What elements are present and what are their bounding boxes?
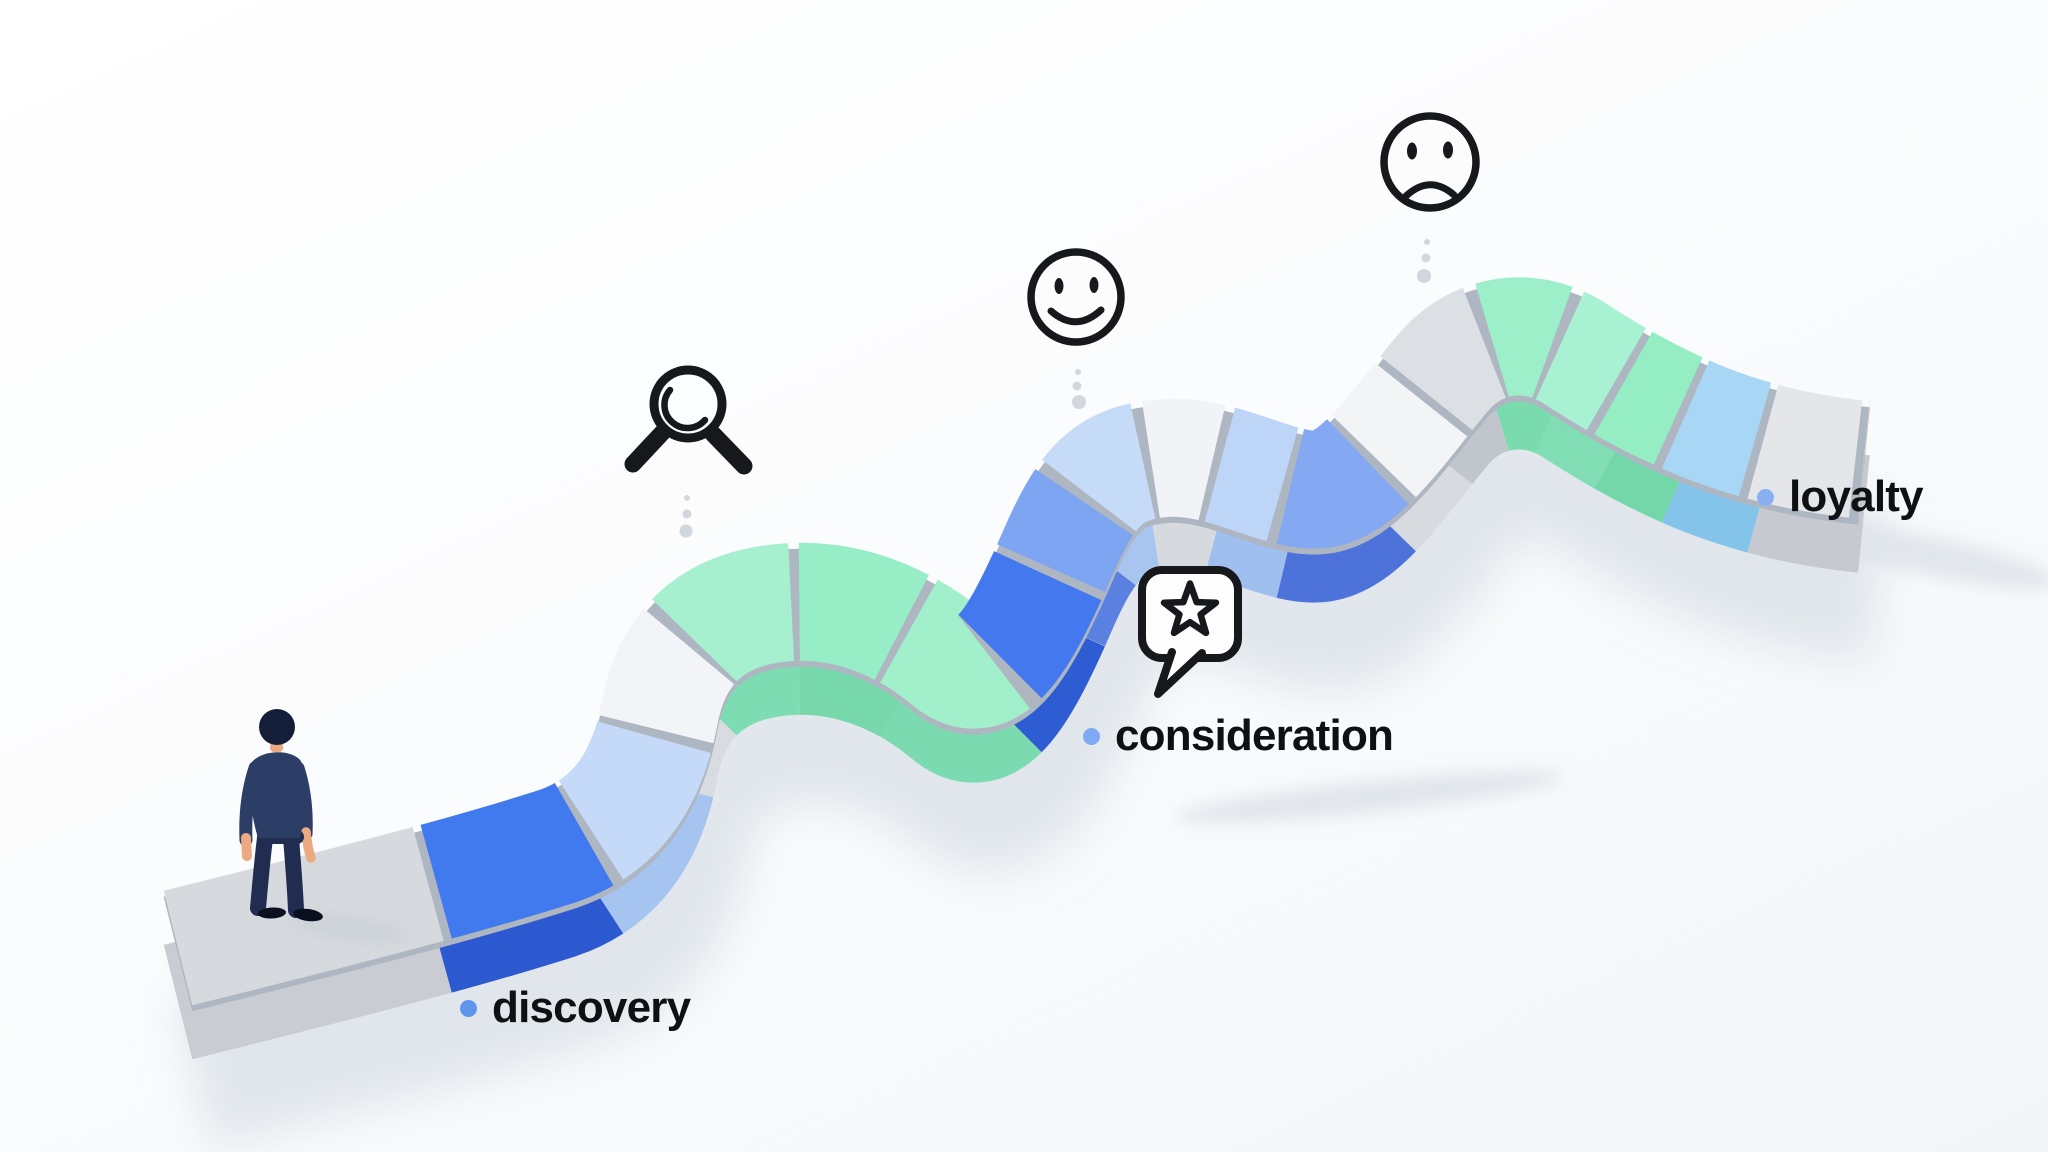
sad-face-outline: [1380, 112, 1480, 212]
person-shoe-right: [293, 908, 323, 922]
magnifier-lens: [649, 365, 727, 443]
magnifier-handle-right: [704, 425, 753, 475]
happy-eye-right: [1089, 277, 1099, 293]
magnifying-glass-icon: [624, 365, 753, 538]
sad-frown: [1402, 181, 1458, 200]
magnifier-trail-dots: [679, 495, 693, 538]
person-leg-right: [283, 830, 304, 918]
end-block-shadow: [1802, 522, 2048, 590]
road-segment-mint-5: [163, 277, 1871, 1006]
person-head: [259, 709, 295, 745]
discovery-label-text: discovery: [492, 983, 691, 1032]
sad-trail-dots: [1417, 239, 1431, 283]
road-segment-medium-blue-1: [163, 277, 1871, 1006]
loyalty-label-text: loyalty: [1789, 472, 1924, 521]
star-outline: [1160, 580, 1220, 637]
happy-face-icon: [1027, 248, 1125, 409]
star-review-bubble-icon: [1138, 566, 1242, 698]
happy-smile: [1047, 306, 1105, 326]
sad-eye-right: [1443, 141, 1453, 159]
happy-face-outline: [1027, 248, 1125, 346]
consideration-dot: [1083, 727, 1100, 745]
ground-shadow-streak: [1176, 771, 1564, 823]
magnifier-lens-highlight: [661, 386, 709, 432]
road-top-faces: [163, 277, 1871, 1006]
magnifier-handle-left: [624, 424, 671, 473]
person-hand-right: [301, 827, 316, 863]
discovery-dot: [460, 999, 477, 1017]
road-segment-pale-blue-1: [163, 277, 1871, 1006]
person-torso: [250, 752, 305, 838]
sad-eye-left: [1407, 142, 1417, 160]
stage-label-consideration: consideration: [1083, 711, 1394, 760]
happy-trail-dots: [1072, 369, 1086, 409]
person-figure: [239, 709, 408, 941]
speech-bubble-tail: [1154, 648, 1206, 698]
person-leg-left: [250, 830, 273, 916]
person-shadow: [288, 915, 408, 941]
stage-label-discovery: discovery: [460, 983, 691, 1032]
loyalty-dot: [1757, 488, 1774, 506]
person-hand-left: [241, 833, 252, 861]
happy-eye-left: [1054, 278, 1064, 294]
consideration-label-text: consideration: [1115, 711, 1394, 760]
stage-label-loyalty: loyalty: [1757, 472, 1924, 521]
sad-face-icon: [1380, 112, 1480, 283]
person-shoe-left: [258, 907, 286, 919]
